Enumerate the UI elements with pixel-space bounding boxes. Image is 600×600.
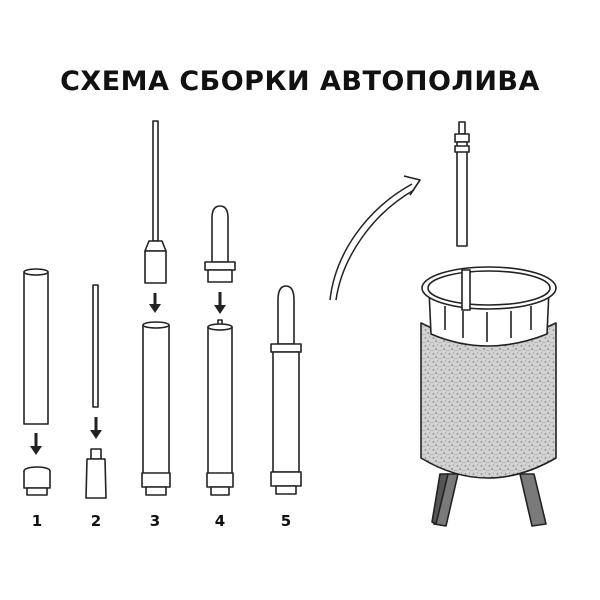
page-title: СХЕМА СБОРКИ АВТОПОЛИВА: [60, 66, 540, 97]
step-3-arrow: [149, 293, 161, 313]
step-3-needle: [144, 120, 167, 284]
step-label-5: 5: [280, 512, 292, 530]
step-2-rod: [92, 284, 99, 408]
assembled-rod: [454, 121, 470, 247]
planter-pot: [420, 266, 557, 527]
step-1-tube: [23, 268, 49, 425]
step-4-nozzle: [204, 205, 236, 283]
curved-arrow: [329, 175, 421, 301]
step-label-4: 4: [214, 512, 226, 530]
step-4-arrow: [214, 292, 226, 314]
step-label-2: 2: [90, 512, 102, 530]
step-label-3: 3: [149, 512, 161, 530]
step-label-1: 1: [31, 512, 43, 530]
step-2-arrow: [90, 417, 102, 439]
step-2-tip: [85, 448, 107, 499]
step-4-tube: [206, 319, 234, 496]
step-1-cap: [23, 466, 51, 496]
step-3-tube: [141, 321, 171, 496]
step-5-assembled: [270, 285, 302, 495]
step-1-arrow: [30, 433, 42, 455]
